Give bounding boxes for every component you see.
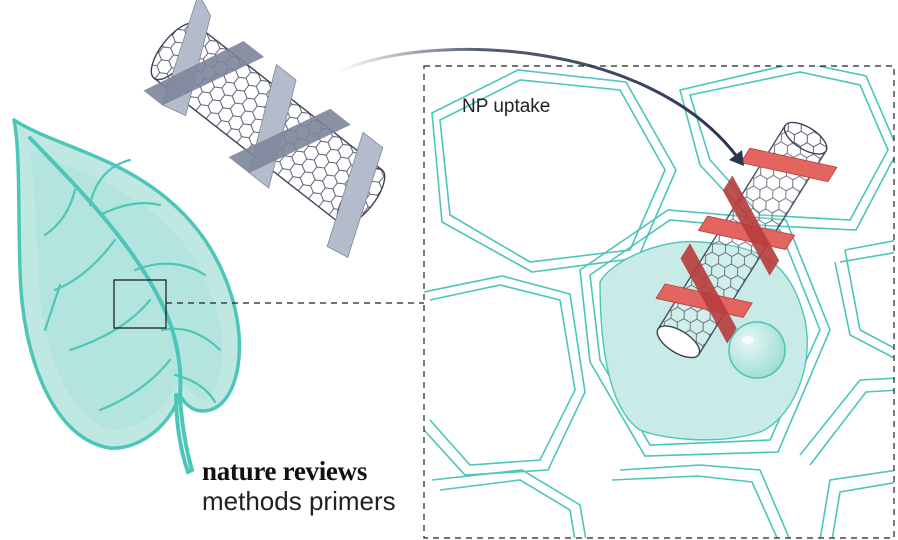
nanotube-icon — [143, 0, 386, 258]
logo-line-2: methods primers — [202, 486, 396, 516]
leaf-icon — [12, 118, 242, 475]
zoom-frame — [423, 65, 895, 539]
selection-box — [113, 279, 167, 329]
np-uptake-label: NP uptake — [462, 96, 550, 117]
logo-line-1: nature reviews — [202, 456, 368, 486]
zoom-panel — [424, 66, 894, 538]
journal-logo: nature reviews methods primers — [202, 456, 396, 516]
uptake-arrow — [337, 48, 744, 166]
nucleus — [728, 321, 786, 379]
nanotube-icon — [655, 121, 838, 359]
